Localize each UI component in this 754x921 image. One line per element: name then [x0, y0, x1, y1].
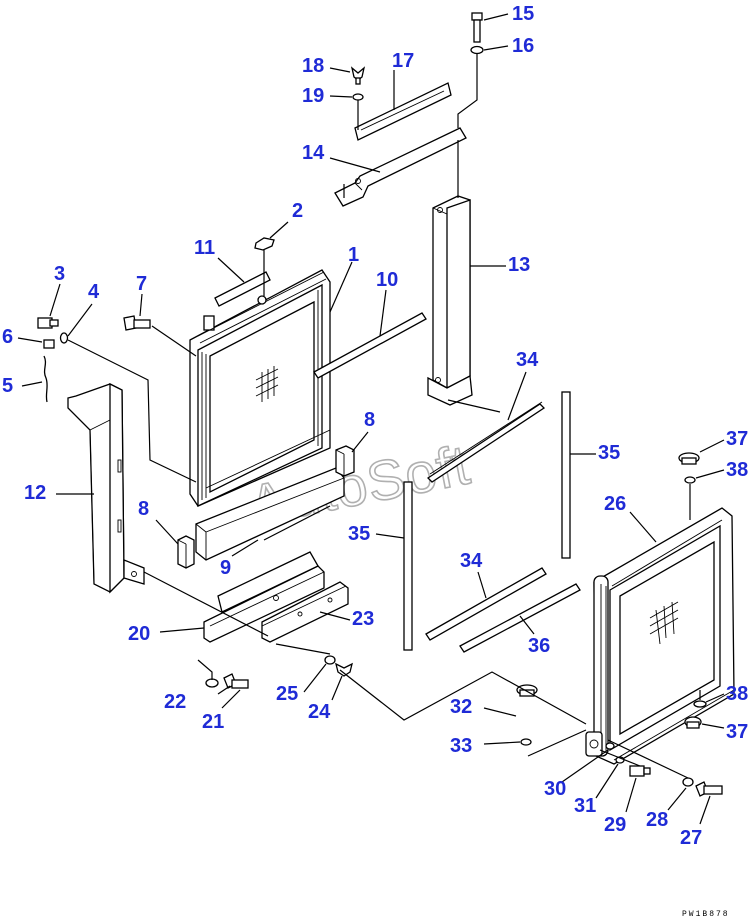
callout-8-a: 8 — [364, 409, 375, 431]
ring-30 — [605, 742, 615, 750]
cap-37-top — [678, 452, 700, 465]
callout-27: 27 — [680, 827, 702, 849]
callout-20: 20 — [128, 623, 150, 645]
seal-block-8-a — [335, 445, 355, 477]
stay-13 — [427, 195, 473, 406]
callout-35-left: 35 — [348, 523, 370, 545]
strip-11 — [214, 271, 271, 307]
callout-numbers: 15 16 17 18 19 14 2 13 11 1 10 3 4 7 6 5… — [2, 3, 748, 849]
callout-22: 22 — [164, 691, 186, 713]
seal-34-bottom — [425, 567, 547, 641]
drawing-code: PW1B878 — [682, 910, 730, 919]
callout-35-right: 35 — [598, 442, 620, 464]
cap-32 — [516, 684, 538, 697]
seal-block-8-b — [177, 535, 195, 569]
radiator-1 — [189, 269, 331, 508]
callout-23: 23 — [352, 608, 374, 630]
washer-16 — [470, 45, 484, 55]
callout-18: 18 — [302, 55, 324, 77]
callout-21: 21 — [202, 711, 224, 733]
callout-1: 1 — [348, 244, 359, 266]
callout-11: 11 — [194, 237, 215, 259]
callout-16: 16 — [512, 35, 534, 57]
o-ring-4 — [59, 332, 69, 344]
plate-17 — [354, 82, 452, 141]
bracket-20 — [203, 551, 325, 643]
callout-15: 15 — [512, 3, 534, 25]
ring-38-top — [684, 476, 696, 484]
wing-nut-24 — [335, 662, 353, 677]
callout-36: 36 — [528, 635, 550, 657]
callout-13: 13 — [508, 254, 530, 276]
callout-25: 25 — [276, 683, 298, 705]
seal-35-right — [561, 391, 571, 559]
bolt-7 — [123, 315, 151, 331]
callout-30: 30 — [544, 778, 566, 800]
washer-19 — [352, 93, 364, 101]
callout-4: 4 — [88, 281, 100, 303]
callout-7: 7 — [136, 273, 147, 295]
seal-35-left — [403, 481, 413, 651]
wing-nut-18 — [350, 66, 366, 85]
callout-17: 17 — [392, 50, 414, 72]
callout-37-bottom: 37 — [726, 721, 748, 743]
washer-25 — [324, 655, 336, 665]
callout-31: 31 — [574, 795, 596, 817]
callout-26: 26 — [604, 493, 626, 515]
callout-28: 28 — [646, 809, 668, 831]
seal-bar-10 — [313, 312, 427, 379]
callout-8-b: 8 — [138, 498, 149, 520]
bolt-21 — [223, 673, 249, 689]
washer-22 — [205, 678, 219, 688]
callout-5: 5 — [2, 375, 13, 397]
callout-33: 33 — [450, 735, 472, 757]
callout-6: 6 — [2, 326, 13, 348]
cover-23 — [261, 581, 349, 643]
bolt-27 — [695, 781, 723, 797]
radiator-cap-2 — [254, 237, 275, 251]
bolt-15 — [471, 12, 483, 43]
callout-38-top: 38 — [726, 459, 748, 481]
ring-38-bottom — [693, 700, 707, 708]
drain-valve-3 — [37, 317, 59, 329]
cap-6 — [43, 339, 55, 349]
hose-5 — [43, 355, 48, 403]
callout-19: 19 — [302, 85, 324, 107]
callout-34-top: 34 — [516, 349, 539, 371]
callout-24: 24 — [308, 701, 331, 723]
washer-28 — [682, 777, 694, 787]
ring-33 — [520, 738, 532, 746]
plug-29 — [629, 765, 651, 777]
callout-38-bottom: 38 — [726, 683, 748, 705]
callout-10: 10 — [376, 269, 398, 291]
seal-36 — [459, 583, 581, 653]
callout-29: 29 — [604, 814, 626, 836]
callout-14: 14 — [302, 142, 325, 164]
callout-3: 3 — [54, 263, 65, 285]
filler-neck — [257, 295, 267, 305]
callout-32: 32 — [450, 696, 472, 718]
radiator-26 — [585, 507, 735, 765]
callout-9: 9 — [220, 557, 231, 579]
leader-lines — [17, 13, 725, 825]
callout-2: 2 — [292, 200, 303, 222]
bracket-14 — [334, 127, 467, 207]
callout-12: 12 — [24, 482, 46, 504]
cap-37-bottom — [684, 716, 702, 729]
stay-12 — [67, 382, 145, 594]
callout-37-top: 37 — [726, 428, 748, 450]
callout-34-bottom: 34 — [460, 550, 483, 572]
seal-34-top — [426, 403, 546, 483]
